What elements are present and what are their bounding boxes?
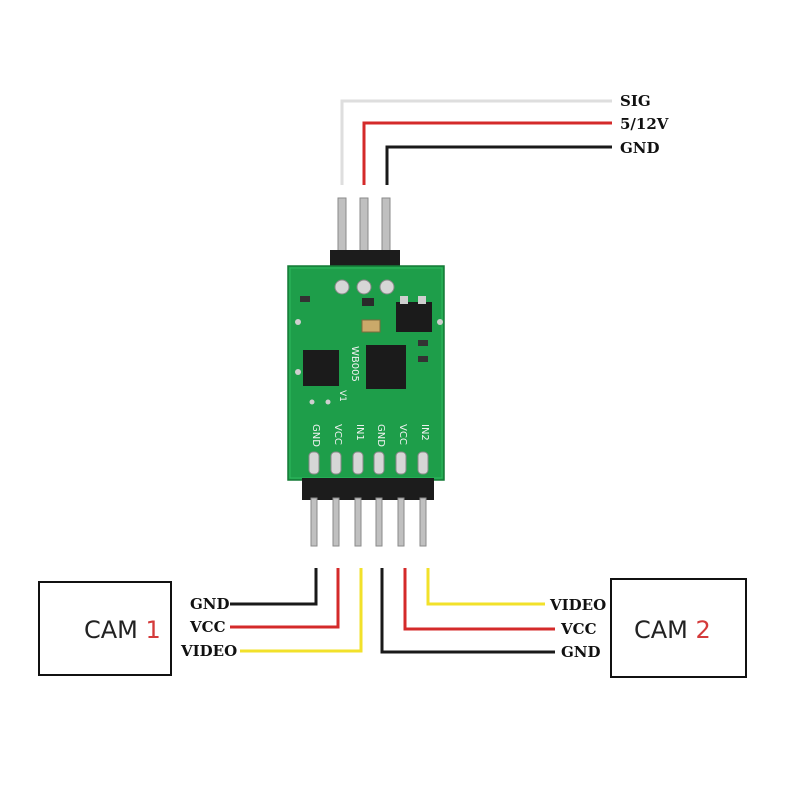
cam1-box: CAM 1	[38, 581, 172, 676]
board-version-label: V1	[337, 390, 347, 402]
sig-wire	[340, 99, 612, 185]
pin-label-gnd-2: GND	[375, 424, 386, 447]
board-model-label: WB005	[349, 346, 360, 382]
cam2-gnd-wire	[380, 568, 555, 654]
cam2-vcc-label: VCC	[560, 620, 597, 638]
pin-label-vcc-2: VCC	[397, 424, 408, 445]
cam1-gnd-label: GND	[190, 595, 230, 613]
cam2-number: 2	[696, 616, 711, 644]
top-wire-group	[340, 99, 612, 185]
gnd-wire-top	[385, 145, 612, 185]
cam1-vcc-wire	[230, 568, 340, 629]
top-header-pins	[330, 197, 400, 272]
cam1-video-label: VIDEO	[180, 642, 237, 660]
cam1-number: 1	[146, 616, 161, 644]
power-wire	[362, 121, 612, 185]
power-label: 5/12V	[620, 115, 669, 133]
cam2-vcc-wire	[403, 568, 555, 631]
ic-right	[366, 345, 406, 389]
bottom-header	[302, 478, 434, 547]
cam1-wire-group	[230, 568, 363, 653]
cam1-gnd-wire	[230, 568, 318, 606]
sig-label: SIG	[620, 92, 651, 110]
cam2-box: CAM 2	[610, 578, 747, 678]
voltage-regulator	[396, 302, 432, 332]
cam2-video-wire	[426, 568, 545, 606]
cam2-wire-group	[380, 568, 555, 654]
cam2-gnd-label: GND	[561, 643, 601, 661]
cam2-video-label: VIDEO	[549, 596, 606, 614]
cam1-vcc-label: VCC	[189, 618, 226, 636]
cam1-video-wire	[240, 568, 363, 653]
pcb-board: WB005 V1 GND VCC IN1 GND VCC IN2	[287, 265, 445, 481]
cam2-title: CAM 2	[634, 616, 711, 644]
cam1-title: CAM 1	[84, 616, 161, 644]
pin-label-in2: IN2	[419, 424, 430, 441]
gnd-label-top: GND	[620, 139, 660, 157]
pin-label-in1: IN1	[354, 424, 365, 441]
pin-label-vcc-1: VCC	[332, 424, 343, 445]
pin-label-gnd-1: GND	[310, 424, 321, 447]
ic-left	[303, 350, 339, 386]
